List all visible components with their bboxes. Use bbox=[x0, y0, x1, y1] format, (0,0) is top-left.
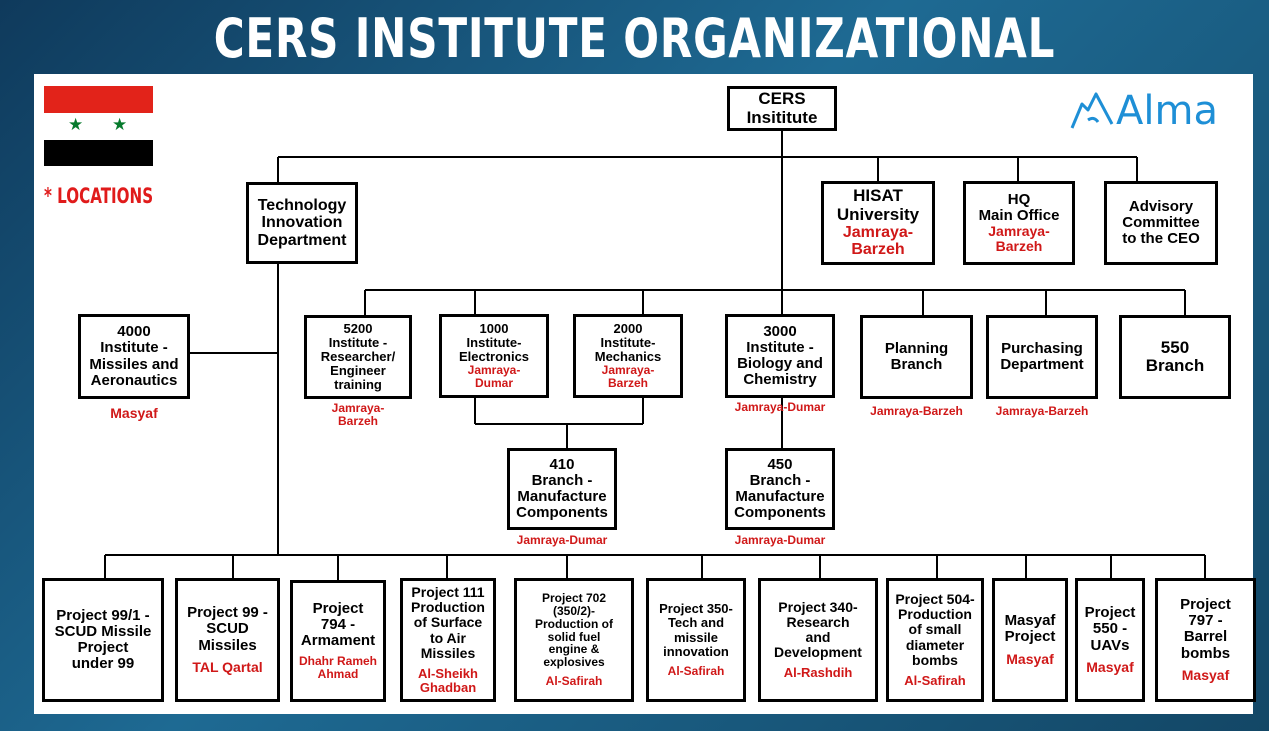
node-location: Dhahr Rameh Ahmad bbox=[298, 654, 378, 682]
node-title: Purchasing Department bbox=[1000, 339, 1084, 373]
node-location: Jamraya- Barzeh bbox=[601, 363, 655, 391]
node-title: 1000 Institute- Electronics bbox=[458, 321, 530, 365]
node-location: Al-Rashdih bbox=[783, 665, 853, 681]
node-title: Project 794 - Armament bbox=[300, 599, 376, 650]
node-location: Al-Safirah bbox=[545, 674, 603, 689]
node-p99-1: Project 99/1 - SCUD Missile Project unde… bbox=[42, 578, 164, 702]
node-title: HISAT University bbox=[836, 186, 920, 224]
node-title: Project 550 - UAVs bbox=[1084, 604, 1136, 654]
node-title: 550 Branch bbox=[1145, 337, 1205, 375]
node-title: 4000 Institute - Missiles and Aeronautic… bbox=[89, 323, 179, 389]
node-title: 2000 Institute- Mechanics bbox=[594, 321, 662, 365]
node-title: Project 702 (350/2)- Production of solid… bbox=[535, 590, 613, 670]
node-p111: Project 111 Production of Surface to Air… bbox=[400, 578, 496, 702]
node-location: Masyaf bbox=[1006, 650, 1054, 667]
node-purchasing: Purchasing Department bbox=[986, 315, 1098, 399]
node-location: Jamraya-Dumar bbox=[516, 533, 608, 547]
node-i5200: 5200 Institute - Researcher/ Engineer tr… bbox=[304, 315, 412, 399]
node-i4000: 4000 Institute - Missiles and Aeronautic… bbox=[78, 314, 190, 399]
node-p504: Project 504- Production of small diamete… bbox=[886, 578, 984, 702]
node-title: Project 99 - SCUD Missiles bbox=[187, 604, 268, 654]
node-title: Project 504- Production of small diamete… bbox=[895, 591, 975, 668]
node-i3000: 3000 Institute - Biology and Chemistry bbox=[725, 314, 835, 398]
node-title: 3000 Institute - Biology and Chemistry bbox=[737, 322, 823, 389]
node-location: Al-Safirah bbox=[667, 663, 725, 678]
node-location: Masyaf bbox=[1086, 658, 1134, 675]
syria-flag-icon: ★ ★ bbox=[44, 86, 153, 166]
node-location: Jamraya-Dumar bbox=[734, 533, 826, 547]
node-title: Project 797 - Barrel bombs bbox=[1180, 596, 1231, 662]
node-tech: Technology Innovation Department bbox=[246, 182, 358, 264]
logo-text: Alma bbox=[1116, 88, 1218, 134]
node-p702: Project 702 (350/2)- Production of solid… bbox=[514, 578, 634, 702]
node-planning: Planning Branch bbox=[860, 315, 973, 399]
node-title: Project 340- Research and Development bbox=[774, 598, 862, 661]
alma-logo: Alma bbox=[1068, 86, 1258, 136]
node-location: Masyaf bbox=[1181, 666, 1230, 683]
node-location: Jamraya-Dumar bbox=[734, 400, 826, 414]
node-title: Project 111 Production of Surface to Air… bbox=[411, 584, 485, 661]
node-location: Jamraya- Barzeh bbox=[988, 223, 1050, 255]
node-root: CERS Insititute bbox=[727, 86, 837, 131]
node-location: Masyaf bbox=[110, 405, 158, 421]
page-title: CERS INSTITUTE ORGANIZATIONAL STRUCUTRE bbox=[213, 7, 1056, 140]
node-title: CERS Insititute bbox=[746, 89, 818, 127]
node-location: Al-Safirah bbox=[904, 672, 966, 688]
node-title: Project 99/1 - SCUD Missile Project unde… bbox=[54, 606, 152, 673]
node-location: Jamraya-Barzeh bbox=[870, 404, 963, 418]
node-b410: 410 Branch - Manufacture Components bbox=[507, 448, 617, 530]
node-title: 450 Branch - Manufacture Components bbox=[734, 455, 826, 522]
node-title: Masyaf Project bbox=[1004, 612, 1056, 646]
node-title: Project 350- Tech and missile innovation bbox=[659, 601, 733, 659]
mountain-logo-icon bbox=[1070, 92, 1114, 129]
node-location: Jamraya-Barzeh bbox=[995, 404, 1089, 418]
node-location: TAL Qartal bbox=[192, 658, 263, 675]
node-advisory: Advisory Committee to the CEO bbox=[1104, 181, 1218, 265]
node-b450: 450 Branch - Manufacture Components bbox=[725, 448, 835, 530]
node-title: 5200 Institute - Researcher/ Engineer tr… bbox=[320, 320, 396, 393]
node-title: HQ Main Office bbox=[978, 190, 1060, 224]
connector-lines bbox=[104, 131, 1206, 580]
node-b550: 550 Branch bbox=[1119, 315, 1231, 399]
node-location: Jamraya- Barzeh bbox=[842, 224, 914, 259]
node-p350: Project 350- Tech and missile innovation… bbox=[646, 578, 746, 702]
node-location: Jamraya- Dumar bbox=[467, 363, 521, 391]
locations-legend: * LOCATIONS bbox=[44, 184, 154, 208]
node-title: Advisory Committee to the CEO bbox=[1122, 197, 1200, 248]
node-title: Technology Innovation Department bbox=[257, 197, 347, 249]
node-title: Planning Branch bbox=[884, 339, 949, 373]
node-location: Jamraya- Barzeh bbox=[331, 401, 385, 428]
node-location: Al-Sheikh Ghadban bbox=[418, 665, 478, 695]
node-title: 410 Branch - Manufacture Components bbox=[516, 455, 608, 522]
